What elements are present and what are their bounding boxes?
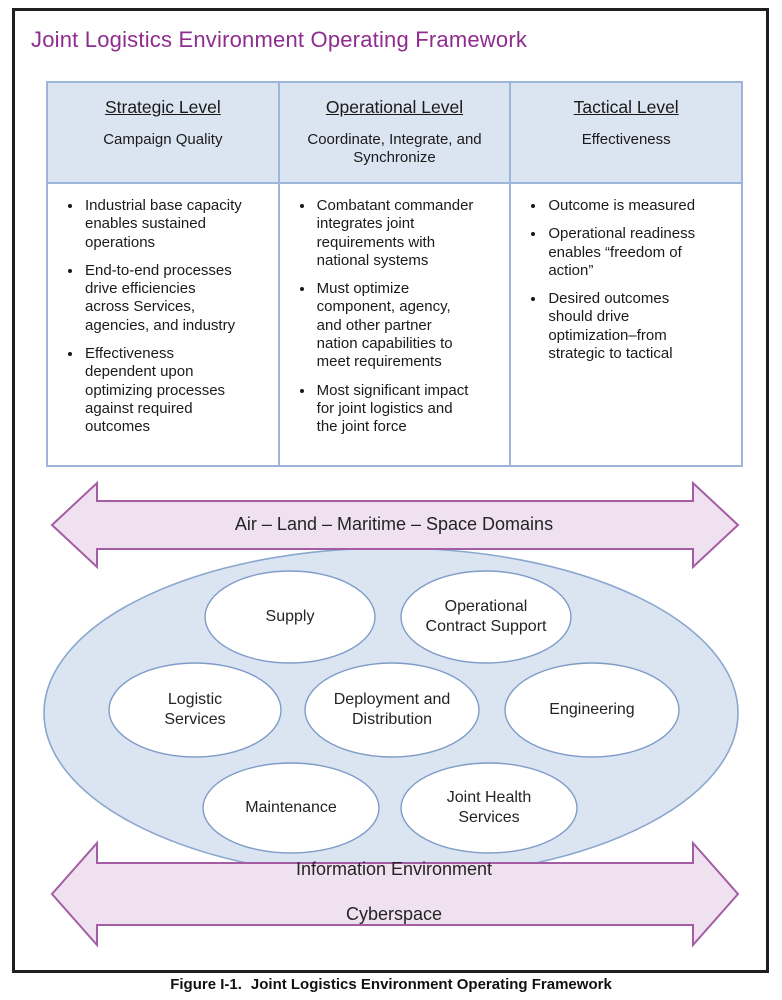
figure-caption: Figure I-1. Joint Logistics Environment O… <box>0 976 782 993</box>
bullet-item: Must optimize component, agency, and oth… <box>315 280 506 371</box>
bullet-item: Industrial base capacity enables sustain… <box>83 197 274 252</box>
bullet-item: Operational readiness enables “freedom o… <box>546 225 737 280</box>
column-bullets-operational: Combatant commander integrates joint req… <box>296 197 506 447</box>
capability-label-deployment-and-distribution: Deployment and Distribution <box>333 691 451 728</box>
capability-label-operational-contract-support: Operational Contract Support <box>425 598 547 635</box>
figure-caption-text: Joint Logistics Environment Operating Fr… <box>250 976 612 993</box>
column-subtitle: Campaign Quality <box>103 131 223 148</box>
column-subtitle: Coordinate, Integrate, and Synchronize <box>307 131 482 166</box>
domains-banner-label: Air – Land – Maritime – Space Domains <box>234 513 554 534</box>
column-title: Operational Level <box>325 97 464 117</box>
bullet-item: Desired outcomes should drive optimizati… <box>546 290 737 363</box>
column-title: Strategic Level <box>104 97 221 117</box>
column-header-strategic: Strategic Level Campaign Quality <box>48 83 278 184</box>
capability-label-engineering: Engineering <box>549 701 635 718</box>
bullet-item: Most significant impact for joint logist… <box>315 382 506 437</box>
bullet-item: Combatant commander integrates joint req… <box>315 197 506 270</box>
bullet-item: Outcome is measured <box>546 197 737 215</box>
figure-caption-label: Figure I-1. <box>170 976 242 993</box>
figure-title: Joint Logistics Environment Operating Fr… <box>31 27 528 52</box>
column-header-operational: Operational Level Coordinate, Integrate,… <box>279 83 510 184</box>
levels-table: Strategic Level Campaign Quality Industr… <box>46 81 743 467</box>
bullet-item: End-to-end processes drive efficiencies … <box>83 262 274 335</box>
capability-label-supply: Supply <box>265 608 315 625</box>
column-operational-level: Operational Level Coordinate, Integrate,… <box>277 83 510 465</box>
column-title: Tactical Level <box>573 97 679 117</box>
information-banner-label: Information Environment Cyberspace <box>296 835 492 948</box>
capability-label-logistic-services: Logistic Services <box>164 691 226 728</box>
information-banner-line2: Cyberspace <box>345 903 443 924</box>
information-banner-line1: Information Environment <box>295 858 493 879</box>
column-bullets-tactical: Outcome is measured Operational readines… <box>527 197 737 373</box>
column-bullets-strategic: Industrial base capacity enables sustain… <box>64 197 274 447</box>
capability-label-joint-health-services: Joint Health Services <box>446 789 532 826</box>
bullet-item: Effectiveness dependent upon optimizing … <box>83 345 274 436</box>
column-tactical-level: Tactical Level Effectiveness Outcome is … <box>509 83 742 465</box>
capability-label-maintenance: Maintenance <box>245 799 337 816</box>
column-header-tactical: Tactical Level Effectiveness <box>511 83 742 184</box>
column-strategic-level: Strategic Level Campaign Quality Industr… <box>48 83 278 465</box>
column-subtitle: Effectiveness <box>581 131 671 148</box>
